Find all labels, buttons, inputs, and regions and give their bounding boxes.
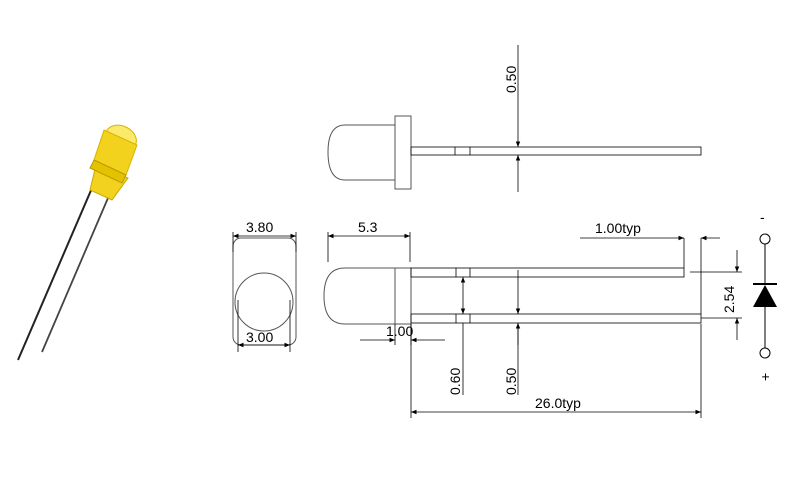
side-lead-upper — [410, 267, 685, 278]
top-flange — [394, 115, 412, 190]
led-lead-left — [17, 187, 93, 361]
top-view: 0.50 — [327, 45, 702, 192]
diode-triangle — [753, 285, 777, 307]
dim-lead-spacing: 2.54 — [721, 286, 737, 313]
side-view: 5.3 1.00 1.00typ 2.54 0.60 0.50 26. — [323, 219, 742, 418]
anode-terminal — [759, 347, 771, 359]
side-flange — [394, 267, 412, 325]
dim-lead-width: 0.60 — [447, 368, 463, 395]
dim-flange-thickness: 1.00 — [386, 323, 413, 339]
top-lead — [410, 146, 702, 156]
front-lens-circle — [234, 272, 294, 332]
cathode-label: - — [760, 209, 765, 225]
dim-lead-offset: 1.00typ — [595, 220, 641, 236]
dim-lens-diameter: 3.00 — [246, 329, 273, 345]
cathode-terminal — [759, 233, 771, 245]
dim-body-length: 5.3 — [358, 219, 378, 235]
led-lead-right — [41, 169, 121, 353]
dim-lead-length: 26.0typ — [535, 395, 581, 411]
dim-lead-thickness: 0.50 — [503, 368, 519, 395]
front-view: 3.80 3.00 — [232, 219, 297, 352]
dim-top-lead-thickness: 0.50 — [503, 66, 519, 93]
dim-body-diameter: 3.80 — [246, 219, 273, 235]
side-lead-lower — [410, 313, 702, 324]
diode-symbol: - + — [753, 209, 777, 381]
anode-label: + — [757, 373, 773, 381]
led-illustration — [17, 124, 138, 361]
